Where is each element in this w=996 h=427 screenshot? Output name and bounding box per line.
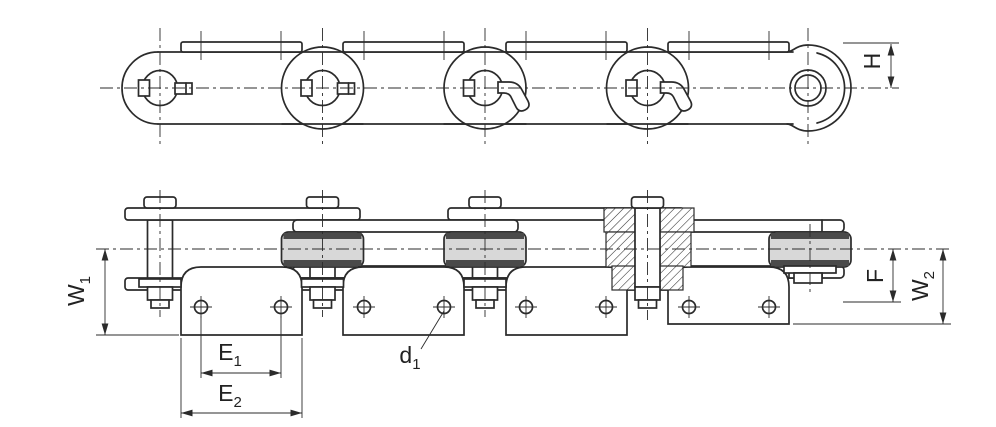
dim-label-d1: d1 <box>399 342 421 373</box>
centerlines-side-view <box>96 190 950 320</box>
centerlines-top-view <box>100 28 899 148</box>
attachment-tab <box>342 41 465 53</box>
cotter-pin-straight <box>336 82 356 95</box>
cotter-pin-straight <box>174 82 193 95</box>
dimension-F <box>843 249 901 303</box>
attachment-tab <box>667 41 790 53</box>
dim-label-f: F <box>862 268 888 284</box>
dim-label-e1: E1 <box>218 339 242 370</box>
dimension-W1 <box>96 249 179 336</box>
leader-d1 <box>420 310 445 350</box>
attachment-holes <box>190 296 780 318</box>
pin-body <box>146 219 174 288</box>
dimension-W2 <box>793 249 951 325</box>
sectioned-pin-assembly <box>603 207 695 291</box>
dimension-H <box>843 42 899 88</box>
left-link-end-cap <box>121 51 159 125</box>
dim-label-w1: W1 <box>63 275 94 307</box>
dim-label-w2: W2 <box>907 270 938 302</box>
cotter-pin-bent <box>659 81 693 112</box>
cotter-pin-bent <box>497 81 530 112</box>
dimension-E2 <box>180 338 303 418</box>
top-view-plan <box>100 28 899 148</box>
hole-position-ticks <box>200 31 770 60</box>
side-view-elevation <box>96 190 951 418</box>
dimension-E1 <box>200 316 282 378</box>
attachment-plate-short <box>667 266 790 325</box>
dim-label-e2: E2 <box>218 380 242 411</box>
dim-label-h: H <box>859 52 885 70</box>
attachment-tab <box>180 41 303 53</box>
attachment-tab <box>505 41 628 53</box>
